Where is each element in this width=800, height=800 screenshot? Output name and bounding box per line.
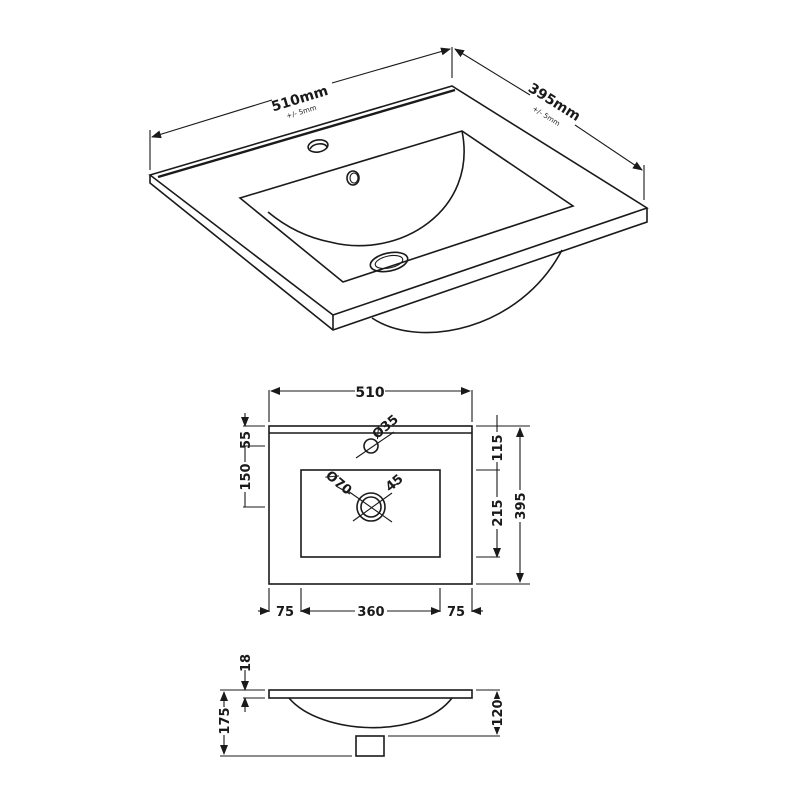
plan-dim-150: 150 bbox=[239, 463, 254, 490]
plan-dim-55: 55 bbox=[239, 431, 254, 449]
plan-dim-115: 115 bbox=[491, 434, 506, 461]
plan-dim-75-left: 75 bbox=[276, 605, 294, 620]
plan-dim-395: 395 bbox=[514, 492, 529, 519]
isometric-view: 510mm +/- 5mm 395mm +/- 5mm bbox=[148, 47, 649, 334]
plan-dim-360: 360 bbox=[357, 605, 384, 620]
plan-dim-215: 215 bbox=[491, 499, 506, 526]
side-dim-120: 120 bbox=[491, 699, 506, 726]
side-view: 18 175 120 bbox=[217, 654, 506, 757]
plan-width-label: 510 bbox=[355, 385, 384, 401]
plan-dim-75-right: 75 bbox=[447, 605, 465, 620]
plan-view: 510 55 150 115 215 395 75 360 bbox=[238, 385, 530, 620]
waste-inner-label: 45 bbox=[383, 472, 407, 495]
side-dim-175: 175 bbox=[218, 707, 233, 734]
side-dim-18: 18 bbox=[239, 654, 254, 672]
